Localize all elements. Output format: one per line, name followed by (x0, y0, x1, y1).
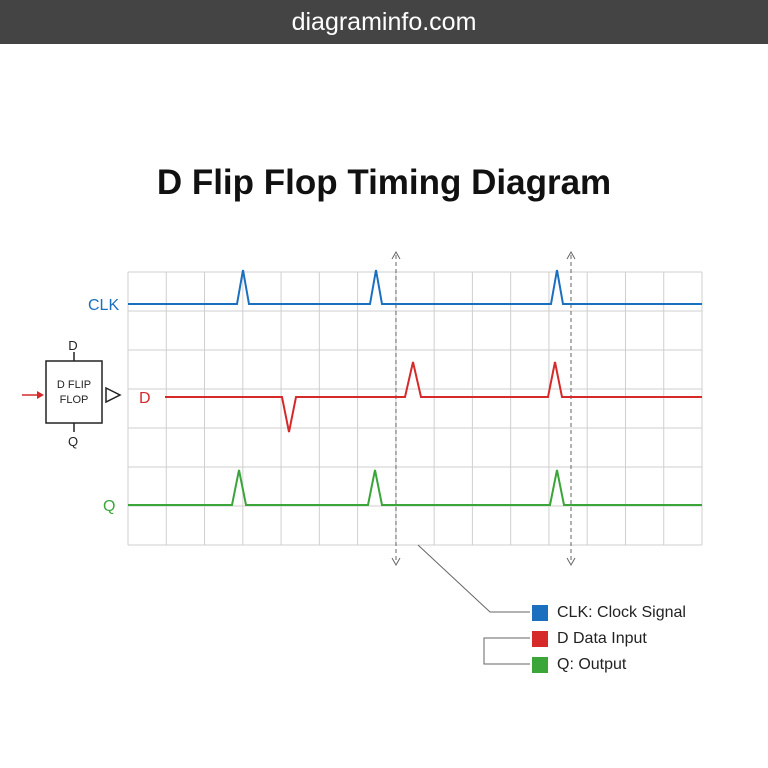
block-label-line1: D FLIP (57, 379, 91, 391)
legend-item-clk: CLK: Clock Signal (532, 600, 686, 626)
q-waveform (128, 469, 702, 506)
output-triangle-icon (105, 386, 122, 404)
grid (127, 271, 703, 546)
legend-text-q: Q: Output (557, 656, 627, 673)
site-header: diagraminfo.com (0, 0, 768, 44)
legend-item-q: Q: Output (532, 652, 686, 678)
block-pin-d: D (68, 338, 77, 353)
legend-swatch-d (532, 631, 548, 647)
legend-swatch-q (532, 657, 548, 673)
block-label-line2: FLOP (60, 394, 89, 406)
time-marker-2 (566, 250, 576, 567)
diagram-title: D Flip Flop Timing Diagram (156, 163, 612, 202)
time-marker-1 (391, 250, 401, 567)
legend: CLK: Clock Signal D Data Input Q: Output (532, 600, 686, 678)
block-pin-q: Q (68, 434, 78, 449)
d-waveform (165, 361, 702, 433)
legend-text-d: D Data Input (557, 630, 647, 647)
q-label: Q (103, 498, 115, 515)
legend-text-clk: CLK: Clock Signal (557, 604, 686, 621)
flip-flop-block: D FLIP FLOP D Q (22, 338, 122, 449)
input-arrow-icon (22, 391, 44, 399)
legend-leader-line (417, 544, 530, 613)
legend-bracket (483, 637, 530, 665)
d-label: D (139, 390, 151, 407)
legend-item-d: D Data Input (532, 626, 686, 652)
legend-swatch-clk (532, 605, 548, 621)
clk-waveform (128, 269, 702, 305)
clk-label: CLK (88, 297, 119, 314)
site-name: diagraminfo.com (291, 7, 477, 36)
